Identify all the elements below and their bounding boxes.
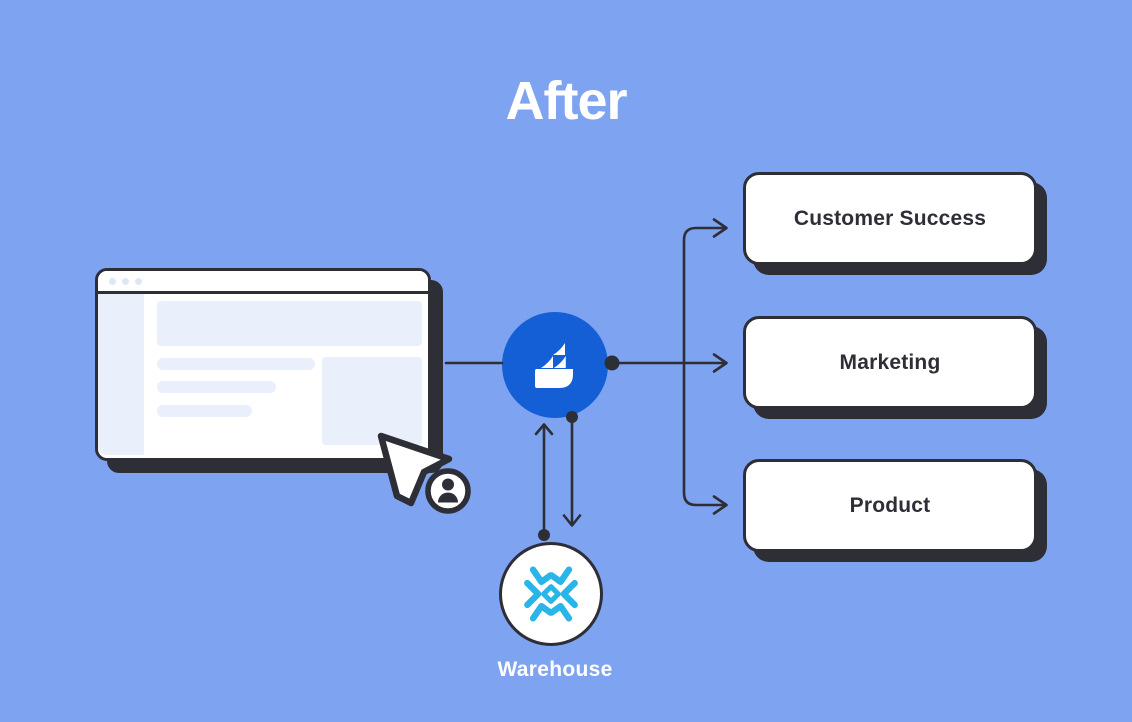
snowflake-icon	[524, 566, 578, 622]
flow-line-branch-to-product	[682, 361, 728, 507]
content-placeholder-panel	[322, 357, 422, 445]
arrowhead-icon	[534, 423, 554, 436]
destination-card-customer-success: Customer Success	[743, 172, 1037, 265]
arrowhead-icon	[712, 495, 728, 515]
content-placeholder-hero	[157, 301, 422, 346]
app-logo-icon	[535, 343, 573, 388]
hub-node	[502, 312, 608, 418]
browser-window	[95, 268, 431, 461]
browser-content	[98, 294, 428, 455]
content-placeholder-line	[157, 405, 252, 417]
content-placeholder-line	[157, 358, 315, 370]
page-title: After	[505, 71, 627, 131]
arrowhead-icon	[562, 514, 582, 527]
warehouse-node	[499, 542, 603, 646]
window-dot-icon	[122, 277, 129, 285]
arrowhead-icon	[712, 353, 728, 373]
connector-dot	[538, 529, 550, 541]
destination-label: Customer Success	[793, 206, 987, 230]
arrowhead-icon	[712, 218, 728, 238]
warehouse-label: Warehouse	[497, 658, 613, 681]
flow-line-branch-to-customer-success	[682, 226, 728, 365]
browser-titlebar	[98, 271, 428, 294]
destination-card-marketing: Marketing	[743, 316, 1037, 409]
browser-sidebar	[98, 294, 144, 455]
window-dot-icon	[135, 277, 142, 285]
destination-card-product: Product	[743, 459, 1037, 552]
content-placeholder-line	[157, 381, 276, 393]
destination-label: Product	[849, 493, 931, 517]
window-dot-icon	[109, 277, 116, 285]
user-badge-icon	[425, 468, 471, 514]
destination-label: Marketing	[839, 350, 941, 374]
